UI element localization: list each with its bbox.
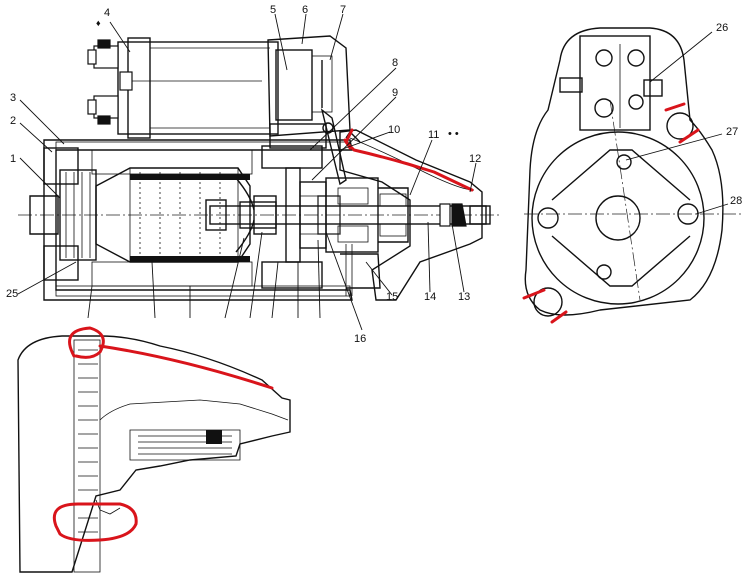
starter-cross-section: 1 2 3 4 5 6 7 8 9 10 11 • • 12 13 14 15 … bbox=[6, 4, 500, 345]
end-flange-circle bbox=[531, 131, 705, 305]
bolt-hole-right bbox=[677, 203, 699, 225]
mount-hole-lower bbox=[533, 287, 563, 317]
label-12: 12 bbox=[469, 153, 481, 165]
screw-bottom bbox=[596, 264, 612, 280]
solenoid bbox=[87, 35, 351, 139]
red-circle-bottom bbox=[52, 502, 138, 542]
label-2: 2 bbox=[10, 115, 16, 127]
red-circle-top bbox=[68, 326, 105, 359]
label-26: 26 bbox=[716, 22, 728, 34]
brush-bottom bbox=[43, 245, 79, 281]
detail-flange bbox=[73, 339, 101, 573]
bearing-boss bbox=[595, 195, 641, 241]
end-housing-outline bbox=[524, 27, 724, 316]
label-25: 25 bbox=[6, 288, 18, 300]
small-marker: ♦ bbox=[96, 18, 101, 28]
label-9: 9 bbox=[392, 87, 398, 99]
label-10: 10 bbox=[388, 124, 400, 136]
drive-end-detail bbox=[17, 326, 291, 573]
commutator-end bbox=[29, 147, 97, 281]
label-13: 13 bbox=[458, 291, 470, 303]
field-coil-top bbox=[91, 149, 253, 175]
annotation-dots: • • bbox=[448, 128, 459, 140]
label-14: 14 bbox=[424, 291, 436, 303]
red-highlight-drive-housing bbox=[344, 128, 474, 192]
brush-top bbox=[43, 147, 79, 185]
solenoid-coil bbox=[275, 49, 313, 121]
mount-hole-upper bbox=[666, 112, 694, 140]
terminal-bolts bbox=[87, 39, 262, 125]
label-4: 4 bbox=[104, 7, 110, 19]
label-7: 7 bbox=[340, 4, 346, 16]
screw-top bbox=[616, 154, 632, 170]
label-11: 11 bbox=[428, 129, 439, 141]
motor-housing bbox=[43, 139, 353, 301]
label-15: 15 bbox=[386, 291, 398, 303]
main-label-group: 1 2 3 4 5 6 7 8 9 10 11 • • 12 13 14 15 … bbox=[6, 4, 481, 345]
red-mark-lower-hole bbox=[522, 288, 568, 324]
detail-housing bbox=[17, 335, 291, 573]
label-27: 27 bbox=[726, 126, 738, 138]
starter-end-view: 26 27 28 bbox=[522, 22, 744, 324]
main-callouts bbox=[17, 13, 477, 331]
label-5: 5 bbox=[270, 4, 276, 16]
label-6: 6 bbox=[302, 4, 308, 16]
label-1: 1 bbox=[10, 153, 16, 165]
solenoid-cover bbox=[267, 35, 351, 137]
red-mark-upper-hole bbox=[664, 102, 700, 144]
drive-assembly bbox=[317, 177, 409, 296]
solenoid-housing bbox=[117, 41, 279, 135]
field-coil-bottom bbox=[91, 261, 253, 287]
red-edge-line bbox=[98, 344, 274, 390]
label-16: 16 bbox=[354, 333, 366, 345]
label-3: 3 bbox=[10, 92, 16, 104]
drive-lever bbox=[320, 108, 361, 186]
label-8: 8 bbox=[392, 57, 398, 69]
end-terminal-block bbox=[559, 35, 663, 131]
label-28: 28 bbox=[730, 195, 742, 207]
bolt-hole-left bbox=[537, 207, 559, 229]
shaft bbox=[205, 195, 491, 235]
